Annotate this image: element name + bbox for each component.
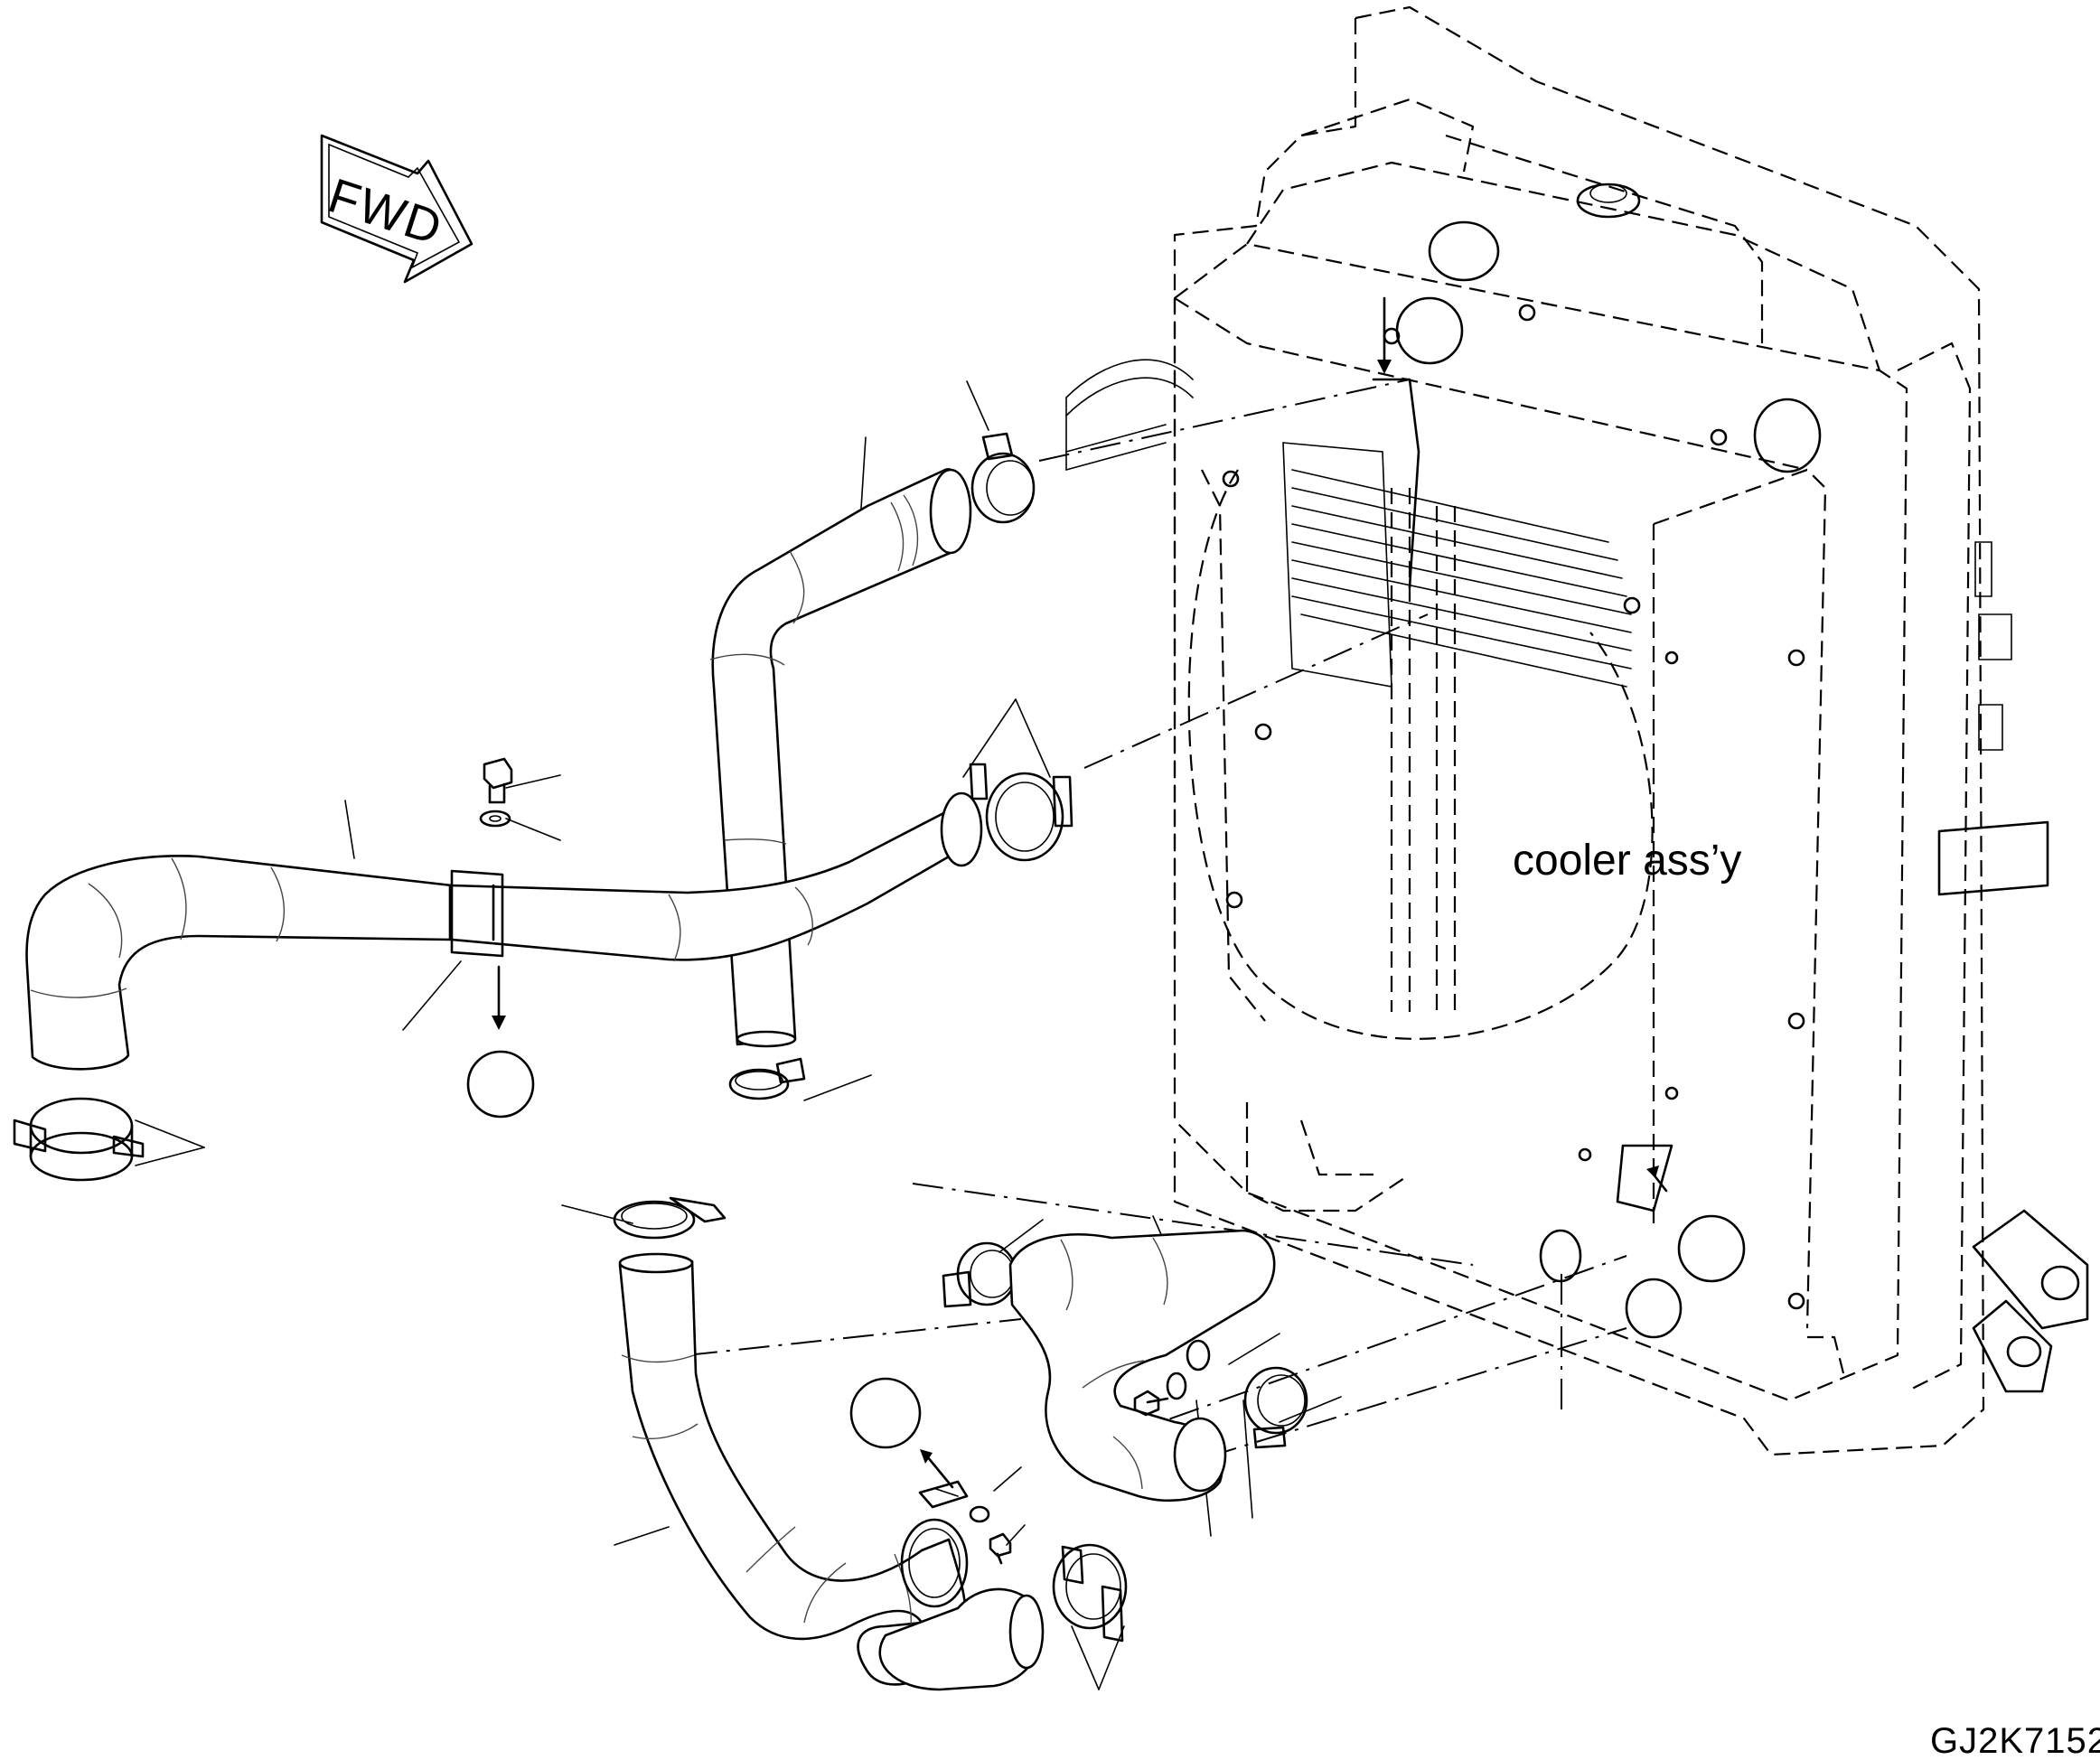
reference-circle (1395, 296, 1464, 365)
bolt-clamp (1052, 1543, 1128, 1643)
bolt-clamp (613, 1196, 727, 1240)
hose-clamp (728, 1057, 806, 1100)
upper-elbow-hose (709, 468, 972, 1048)
reference-circle (466, 1050, 535, 1119)
fwd-arrow-icon: FWD (320, 134, 473, 284)
bolt-washer-lower (969, 1505, 1012, 1565)
bolt-washer-lower-right (1133, 1339, 1211, 1417)
radiator-fins (1282, 442, 1632, 688)
main-hose (25, 791, 983, 1071)
bolt-washer-upper (479, 757, 513, 828)
cooler-assembly-label: cooler ass’y (1513, 837, 1741, 885)
s-hose (1008, 1229, 1276, 1502)
hose-clamp (1243, 1366, 1308, 1449)
fwd-label: FWD (322, 168, 449, 256)
reference-circle (1677, 1214, 1746, 1283)
bolt-clamp (13, 1097, 145, 1182)
bolt-clamp (969, 763, 1073, 862)
hose-clamp (970, 432, 1036, 524)
cooler-bolts (1222, 304, 1805, 1310)
reference-circle (849, 1377, 922, 1449)
lower-hose (618, 1252, 1045, 1691)
drawing-code: GJ2K7152 (1930, 1721, 2100, 1760)
cooler-assembly (1065, 5, 2089, 1456)
hose-clamp (942, 1241, 1017, 1308)
reference-circles (466, 296, 1746, 1449)
clamps (13, 432, 1308, 1643)
